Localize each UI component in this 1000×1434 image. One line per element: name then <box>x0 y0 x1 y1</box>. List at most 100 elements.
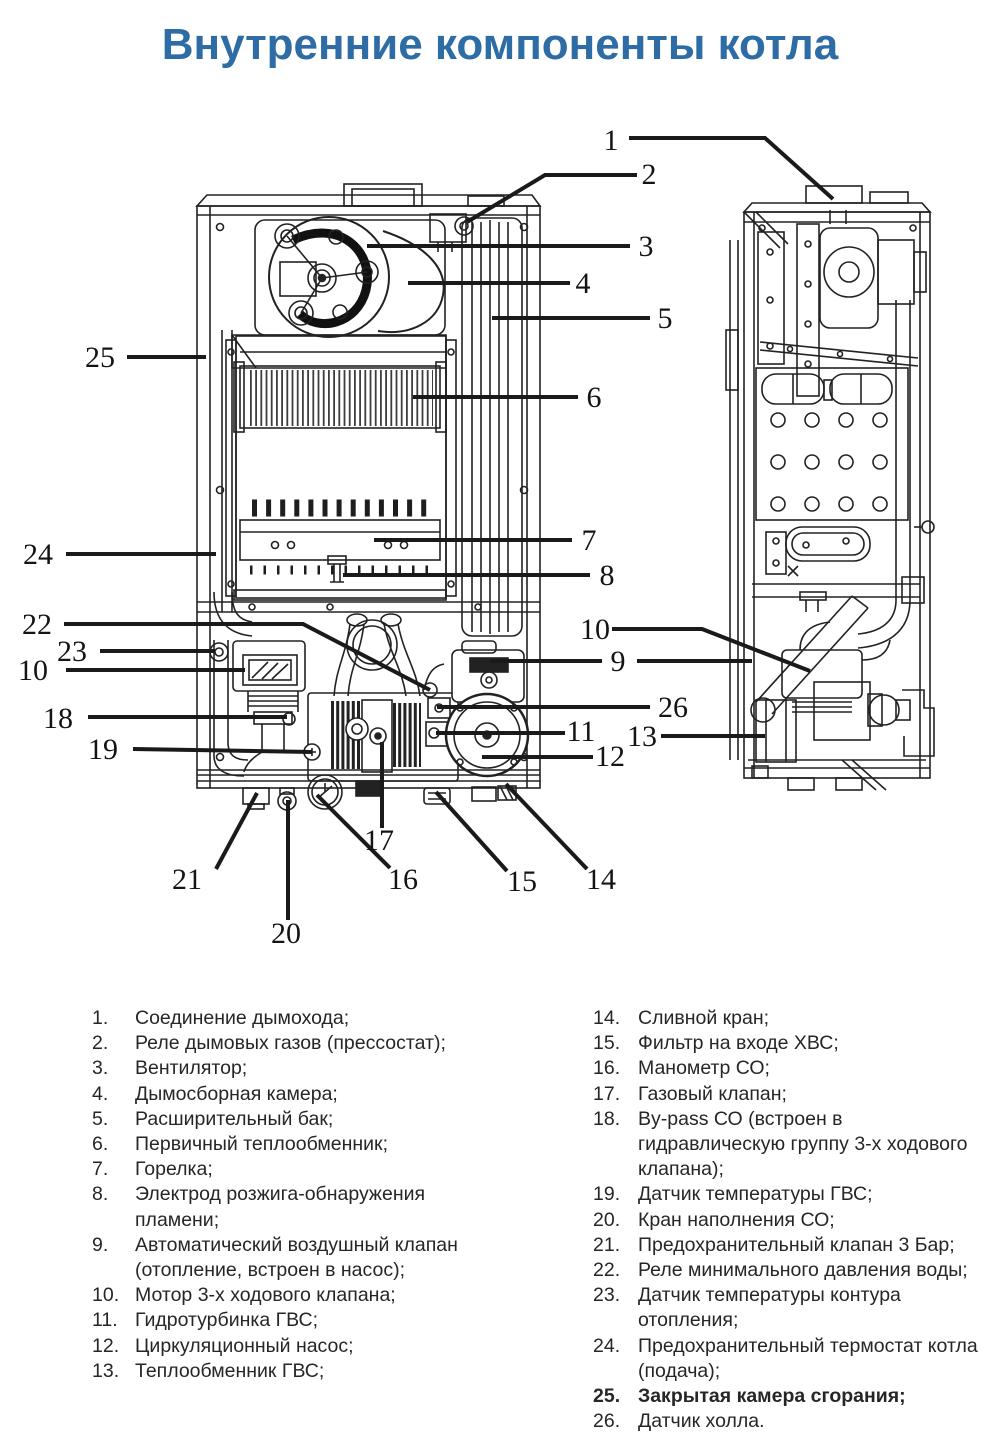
legend-item-number: 4. <box>92 1082 109 1105</box>
callout-6: 6 <box>587 381 602 414</box>
callout-11: 11 <box>567 715 596 748</box>
legend-item-1: 1.Соединение дымохода; <box>92 1006 490 1031</box>
legend-item-number: 25. <box>593 1385 621 1408</box>
legend-item-2: 2.Реле дымовых газов (прессостат); <box>92 1031 490 1056</box>
legend-item-text: Расширительный бак; <box>135 1107 334 1130</box>
callout-2: 2 <box>642 158 657 191</box>
legend-item-text: Датчик холла. <box>638 1410 765 1433</box>
side-view-drawing <box>725 185 935 791</box>
callout-20: 20 <box>271 917 301 950</box>
legend-item-number: 6. <box>92 1133 109 1156</box>
callout-7: 7 <box>582 524 597 557</box>
page-title: Внутренние компоненты котла <box>161 20 839 69</box>
legend-item-4: 4. Дымосборная камера; <box>92 1082 490 1107</box>
callout-25: 25 <box>85 341 115 374</box>
legend-item-number: 20. <box>593 1208 621 1231</box>
legend-item-number: 14. <box>593 1007 621 1029</box>
legend-item-9: 9. Автоматический воздушный клапан (отопл… <box>92 1233 490 1283</box>
legend-item-number: 10. <box>92 1284 120 1307</box>
legend-item-18: 18. By-pass СО (встроен в гидравлическую … <box>593 1107 993 1183</box>
legend-item-20: 20. Кран наполнения СО; <box>593 1208 993 1233</box>
callout-15: 15 <box>507 865 537 898</box>
callout-24: 24 <box>23 538 53 571</box>
legend-item-number: 26. <box>593 1410 621 1433</box>
legend-item-number: 8. <box>92 1183 109 1206</box>
callout-23: 23 <box>57 635 87 668</box>
legend-item-text: Автоматический воздушный клапан (отоплен… <box>135 1233 458 1282</box>
legend-item-number: 11. <box>92 1309 118 1332</box>
callout-12: 12 <box>595 740 625 773</box>
callout-18: 18 <box>43 702 73 735</box>
legend-item-number: 3. <box>92 1057 109 1080</box>
legend-item-number: 22. <box>593 1259 621 1282</box>
legend-item-number: 5. <box>92 1107 109 1130</box>
callout-21: 21 <box>172 863 202 896</box>
legend-item-text: Вентилятор; <box>135 1057 248 1080</box>
legend-item-text: Первичный теплообменник; <box>135 1133 388 1156</box>
legend-item-text: Предохранительный термостат котла (подач… <box>638 1334 978 1382</box>
callout-26: 26 <box>658 691 688 724</box>
legend-item-text: Датчик температуры ГВС; <box>638 1183 873 1206</box>
legend-item-text: Манометр СО; <box>638 1057 770 1080</box>
callout-3: 3 <box>639 230 654 263</box>
callout-17: 17 <box>364 824 394 857</box>
legend-item-number: 13. <box>92 1359 120 1382</box>
legend-item-19: 19. Датчик температуры ГВС; <box>593 1182 993 1207</box>
legend-item-21: 21. Предохранительный клапан 3 Бар; <box>593 1233 993 1258</box>
legend-item-text: Мотор 3-х ходового клапана; <box>135 1284 396 1307</box>
legend-item-number: 23. <box>593 1284 621 1307</box>
legend-item-26: 26. Датчик холла. <box>593 1409 993 1434</box>
legend-item-text: Закрытая камера сгорания; <box>638 1385 906 1408</box>
callout-19: 19 <box>88 733 118 766</box>
legend-item-10: 10. Мотор 3-х ходового клапана; <box>92 1283 490 1308</box>
leader-lines <box>64 136 835 920</box>
boiler-diagram: 1 2 3 4 5 6 7 8 25 24 22 23 10 18 19 10 … <box>18 124 935 950</box>
legend-item-number: 7. <box>92 1158 109 1181</box>
callout-10-left: 10 <box>18 654 48 687</box>
legend-item-text: Циркуляционный насос; <box>135 1334 354 1357</box>
legend-item-text: Электрод розжига-обнаружения пламени; <box>135 1183 426 1231</box>
callout-22: 22 <box>22 608 52 641</box>
legend-item-7: 7. Горелка; <box>92 1157 490 1182</box>
legend-item-text: Газовый клапан; <box>638 1082 787 1105</box>
legend-item-number: 15. <box>593 1032 621 1055</box>
front-view-drawing <box>195 183 542 811</box>
legend-item-number: 2. <box>92 1032 109 1055</box>
legend-item-3: 3. Вентилятор; <box>92 1056 490 1081</box>
legend-item-text: Соединение дымохода; <box>135 1007 350 1029</box>
legend-item-number: 17. <box>593 1082 621 1105</box>
legend-item-text: Фильтр на входе ХВС; <box>638 1032 839 1055</box>
legend-item-13: 13. Теплообменник ГВС; <box>92 1359 490 1384</box>
callout-14: 14 <box>586 863 616 896</box>
legend-item-number: 9. <box>92 1233 109 1256</box>
legend-item-16: 16.Манометр СО; <box>593 1056 993 1081</box>
legend-item-15: 15. Фильтр на входе ХВС; <box>593 1031 993 1056</box>
legend-item-text: Датчик температуры контура отопления; <box>638 1284 901 1332</box>
callout-16: 16 <box>388 863 418 896</box>
legend-item-text: Дымосборная камера; <box>135 1082 338 1105</box>
legend-item-number: 18. <box>593 1107 621 1130</box>
legend-item-text: Сливной кран; <box>638 1007 770 1029</box>
legend-item-number: 19. <box>593 1183 621 1206</box>
legend-item-24: 24. Предохранительный термостат котла (по… <box>593 1334 993 1384</box>
legend-column-left: 1.Соединение дымохода; 2.Реле дымовых га… <box>92 1006 490 1384</box>
legend-item-11: 11.Гидротурбинка ГВС; <box>92 1308 490 1333</box>
legend-item-text: Теплообменник ГВС; <box>135 1359 325 1382</box>
callout-8: 8 <box>600 559 615 592</box>
callout-10-right: 10 <box>580 613 610 646</box>
legend-item-5: 5. Расширительный бак; <box>92 1107 490 1132</box>
legend-item-number: 24. <box>593 1334 621 1357</box>
legend-item-text: Предохранительный клапан 3 Бар; <box>638 1233 955 1256</box>
legend-item-number: 21. <box>593 1233 621 1256</box>
callout-13: 13 <box>627 720 657 753</box>
legend-item-17: 17. Газовый клапан; <box>593 1082 993 1107</box>
legend-item-25: 25. Закрытая камера сгорания; <box>593 1384 993 1409</box>
callout-5: 5 <box>658 302 673 335</box>
legend-item-text: By-pass СО (встроен в гидравлическую гру… <box>638 1107 968 1181</box>
legend-item-text: Кран наполнения СО; <box>638 1208 835 1231</box>
legend-item-14: 14. Сливной кран; <box>593 1006 993 1031</box>
legend-item-8: 8. Электрод розжига-обнаружения пламени; <box>92 1182 490 1232</box>
legend-item-6: 6. Первичный теплообменник; <box>92 1132 490 1157</box>
legend-item-text: Горелка; <box>135 1158 213 1181</box>
legend-item-12: 12.Циркуляционный насос; <box>92 1334 490 1359</box>
